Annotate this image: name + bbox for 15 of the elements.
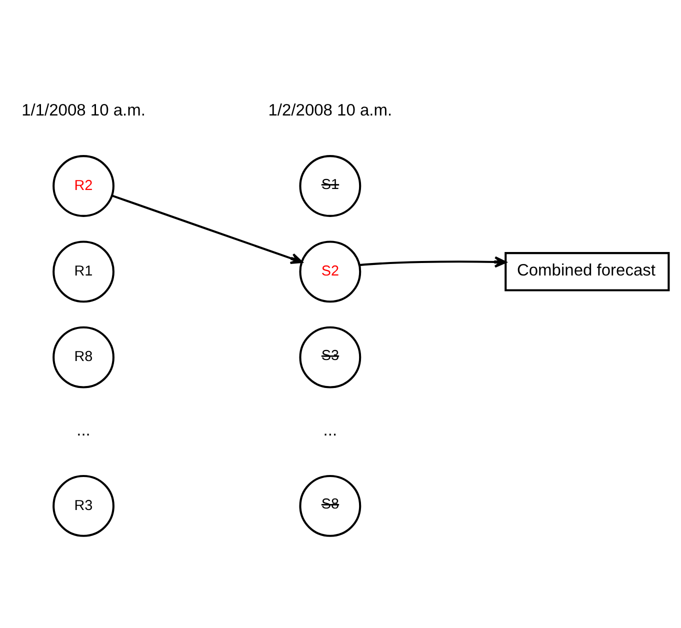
arrow <box>359 256 507 268</box>
node-circle: R3 <box>52 474 114 536</box>
node-circle: R1 <box>52 240 114 302</box>
label: 1/2/2008 10 a.m. <box>268 101 392 120</box>
node-circle: S1 <box>299 154 362 216</box>
node-circle: R8 <box>52 326 114 388</box>
node-circle: R2 <box>52 154 114 216</box>
label: ... <box>323 421 338 440</box>
node-box: Combined forecast <box>504 252 670 291</box>
label: ... <box>76 421 90 440</box>
label: 1/1/2008 10 a.m. <box>22 101 146 120</box>
arrow <box>112 194 303 264</box>
node-circle: S8 <box>299 474 362 536</box>
node-circle: S2 <box>299 240 362 302</box>
node-circle: S3 <box>299 326 362 388</box>
